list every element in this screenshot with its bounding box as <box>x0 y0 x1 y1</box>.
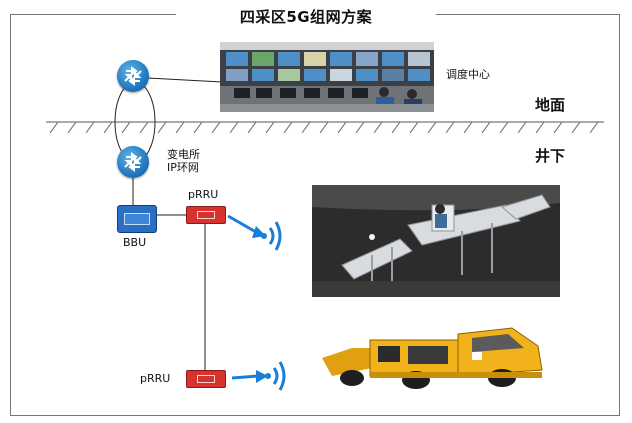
substation-label: 变电所 <box>167 148 200 161</box>
underground-label: 井下 <box>535 147 566 165</box>
prru-bottom-device-icon <box>186 370 226 388</box>
substation-router-icon <box>117 146 149 178</box>
ground-surface-line <box>46 121 604 134</box>
dispatch-center-label: 调度中心 <box>446 68 490 81</box>
surface-label: 地面 <box>535 96 566 114</box>
wireless-signal-icon <box>227 214 282 251</box>
mining-vehicle-photo <box>312 318 560 390</box>
ip-ring-label: IP环网 <box>167 161 199 174</box>
prru-bottom-label: pRRU <box>140 372 171 385</box>
surface-router-icon <box>117 60 149 92</box>
bbu-device-icon <box>117 205 157 233</box>
diagram-title: 四采区5G组网方案 <box>239 8 373 26</box>
title-background <box>176 6 436 24</box>
prru-top-label: pRRU <box>188 188 219 201</box>
prru-top-device-icon <box>186 206 226 224</box>
dispatch-center-photo <box>220 42 434 112</box>
mining-equipment-photo <box>312 185 560 297</box>
wireless-signal-icon <box>231 361 286 391</box>
bbu-label: BBU <box>123 236 147 249</box>
